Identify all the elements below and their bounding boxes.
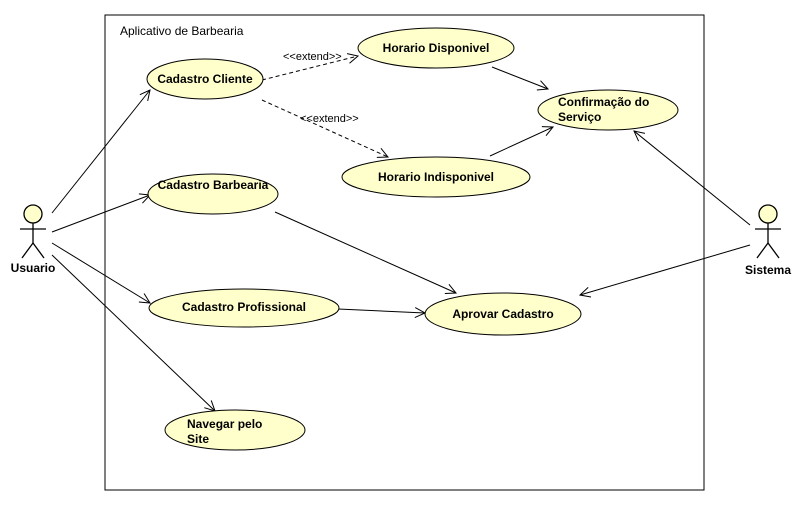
assoc-profissional-aprovar bbox=[337, 309, 425, 313]
actor-usuario-head-icon bbox=[23, 204, 43, 224]
assoc-usuario-cadastro-cliente bbox=[51, 90, 150, 214]
use-case-label: Aprovar Cadastro bbox=[452, 307, 553, 321]
use-case-cadastro-barbearia[interactable]: Cadastro Barbearia bbox=[147, 173, 279, 215]
extend-horario-disponivel bbox=[261, 56, 358, 81]
use-case-label-line1: Confirmação do bbox=[558, 95, 649, 109]
relations bbox=[51, 56, 751, 411]
use-case-horario-indisponivel[interactable]: Horario Indisponivel bbox=[341, 156, 531, 198]
use-case-label: Cadastro Barbearia bbox=[158, 178, 269, 192]
use-case-label-line1: Navegar pelo bbox=[187, 417, 262, 431]
use-case-label-line2: Serviço bbox=[558, 110, 601, 124]
assoc-indisponivel-confirmacao bbox=[489, 127, 553, 157]
use-case-label-line2: Site bbox=[187, 432, 209, 446]
actor-sistema[interactable] bbox=[755, 204, 781, 259]
assoc-usuario-cadastro-barbearia bbox=[51, 195, 150, 233]
assoc-usuario-cadastro-profissional bbox=[51, 242, 150, 303]
extend-label-2: <<extend>> bbox=[300, 113, 359, 125]
assoc-sistema-confirmacao bbox=[634, 131, 751, 226]
use-case-label: Cadastro Profissional bbox=[182, 300, 306, 314]
extend-label-1: <<extend>> bbox=[283, 51, 342, 63]
assoc-sistema-aprovar bbox=[580, 244, 751, 295]
use-case-horario-disponivel[interactable]: Horario Disponivel bbox=[357, 27, 515, 69]
use-case-confirmacao-servico[interactable]: Confirmação do Serviço bbox=[537, 89, 679, 131]
system-title: Aplicativo de Barbearia bbox=[120, 24, 244, 38]
actor-sistema-head-icon bbox=[758, 204, 778, 224]
use-case-label: Horario Indisponivel bbox=[378, 170, 494, 184]
actor-sistema-label: Sistema bbox=[745, 263, 791, 277]
use-case-label: Cadastro Cliente bbox=[157, 72, 253, 86]
use-case-navegar-site[interactable]: Navegar pelo Site bbox=[164, 409, 306, 451]
use-case-label: Horario Disponivel bbox=[383, 41, 490, 55]
extend-horario-indisponivel bbox=[261, 99, 388, 157]
assoc-disponivel-confirmacao bbox=[491, 66, 548, 89]
use-case-cadastro-cliente[interactable]: Cadastro Cliente bbox=[146, 58, 264, 100]
actor-usuario[interactable] bbox=[20, 204, 46, 259]
actor-usuario-label: Usuario bbox=[11, 261, 56, 275]
assoc-usuario-navegar-site bbox=[51, 254, 215, 411]
assoc-barbearia-aprovar bbox=[274, 211, 456, 293]
use-case-cadastro-profissional[interactable]: Cadastro Profissional bbox=[148, 288, 340, 328]
use-case-aprovar-cadastro[interactable]: Aprovar Cadastro bbox=[424, 292, 582, 336]
